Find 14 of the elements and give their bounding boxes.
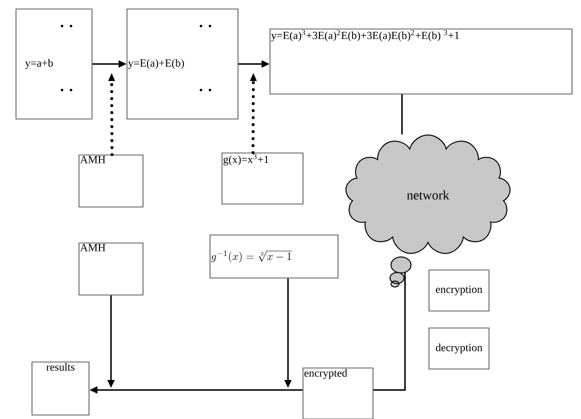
text-box: y=E(a)$^{3}$+3E(a)$^{2}$E(b)+3E(a)E(b)$^{2}$+E(b) $^{3}$+1 <box>270 28 572 94</box>
text-box: encryption <box>428 270 490 312</box>
text-box: encrypted <box>302 368 374 419</box>
text-box: results <box>32 362 90 416</box>
text-box: decryption <box>428 328 490 370</box>
text-box: AMH <box>78 154 144 208</box>
arrow <box>250 73 257 154</box>
arrow <box>108 73 116 156</box>
cloud: network <box>345 134 511 254</box>
text-box: y=E(a)+E(b) <box>126 8 238 120</box>
formula-box: $g^{-1}(x)=\sqrt[3]{x-1}$ <box>210 234 338 278</box>
text-box: AMH <box>78 242 144 296</box>
text-box: y=a+b <box>16 8 92 120</box>
text-box: g(x)=x$^{3}$+1 <box>222 152 304 204</box>
